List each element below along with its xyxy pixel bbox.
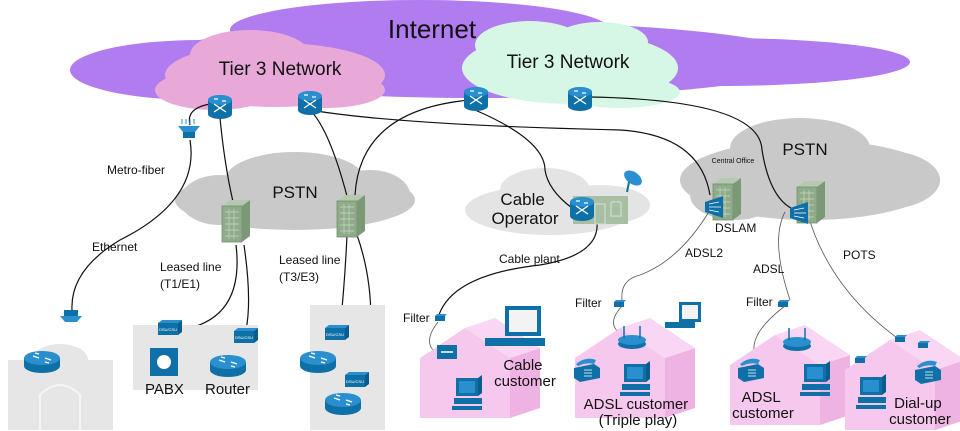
tier3-left-label: Tier 3 Network <box>219 59 342 80</box>
dialup-customer-line2: customer <box>889 411 951 428</box>
cable-modem-icon <box>437 345 457 359</box>
tier3-right-cloud <box>462 21 680 108</box>
metro-fiber-label: Metro-fiber <box>107 163 165 177</box>
adsl-customer-label: ADSL customer <box>732 389 794 422</box>
dsu-csu-router-icon <box>234 328 258 343</box>
adsl-customer-line2: customer <box>732 405 794 422</box>
dsu-csu-pabx-icon <box>158 320 182 335</box>
pstn-right-label: PSTN <box>782 140 827 159</box>
adsl-triple-filter-icon <box>614 300 626 307</box>
cable-operator-line2: Operator <box>491 209 558 228</box>
pots-label: POTS <box>843 248 876 262</box>
leased-t1-label: Leased line (T1/E1) <box>160 260 225 291</box>
metro-switch-icon <box>178 119 200 138</box>
pabx-icon <box>150 348 178 376</box>
pabx-label: PABX <box>145 381 184 398</box>
ethernet-label: Ethernet <box>92 240 138 254</box>
cable-router-icon <box>569 196 595 222</box>
adsl-triple-tv-icon <box>665 302 701 328</box>
tier3-left-cloud <box>155 30 385 110</box>
cable-operator-label: Cable Operator <box>491 190 558 228</box>
internet-label: Internet <box>388 14 477 44</box>
leased-t3-line1: Leased line <box>279 253 341 267</box>
pstn-left-switch-2-icon <box>336 194 366 238</box>
adsl-triple-line2: (Triple play) <box>599 412 678 429</box>
cable-customer-line1: Cable <box>503 357 542 374</box>
tv-settop-icon <box>485 306 545 346</box>
adsl-customer-line1: ADSL <box>742 389 781 406</box>
tall-router-1-icon <box>299 350 337 374</box>
pstn-left-switch-1-icon <box>221 199 251 243</box>
central-office-label: Central Office <box>712 158 755 165</box>
adsl2-label: ADSL2 <box>685 246 723 260</box>
cable-customer-line2: customer <box>494 373 556 390</box>
tier3-left-router-1-icon <box>207 94 233 120</box>
tier3-right-label: Tier 3 Network <box>507 52 630 73</box>
campus-router-icon <box>23 350 61 374</box>
office-router-icon <box>209 354 247 378</box>
dslam-label: DSLAM <box>715 221 756 235</box>
tier3-right-router-2-icon <box>567 86 593 112</box>
wires <box>71 96 901 381</box>
campus-building <box>8 344 113 430</box>
leased-t1-line2: (T1/E1) <box>160 277 200 291</box>
cable-plant-label: Cable plant <box>499 252 560 266</box>
tall-router-2-icon <box>324 392 362 416</box>
adsl-triple-label: ADSL customer (Triple play) <box>584 396 693 429</box>
dialup-customer-label: Dial-up customer <box>889 395 951 428</box>
cable-operator-line1: Cable <box>500 190 544 209</box>
adsl-filter-label: Filter <box>746 295 773 309</box>
adsl-triple-line1: ADSL customer <box>584 396 688 413</box>
leased-t3-line2: (T3/E3) <box>279 270 319 284</box>
tier3-right-router-1-icon <box>463 86 489 112</box>
adsl-label: ADSL <box>753 262 785 276</box>
cable-filter-icon <box>435 314 447 321</box>
cable-filter-label: Filter <box>403 311 430 325</box>
leased-t1-line1: Leased line <box>160 260 222 274</box>
router-label: Router <box>205 381 250 398</box>
pstn-left-label: PSTN <box>272 183 317 202</box>
satellite-dish-icon <box>624 170 642 193</box>
dsu-csu-tall-1-icon <box>325 325 349 340</box>
adsl-triple-filter-label: Filter <box>575 296 602 310</box>
dialup-customer-line1: Dial-up <box>894 395 942 412</box>
campus-switch-icon <box>60 310 82 322</box>
cable-customer-label: Cable customer <box>494 357 556 390</box>
adsl-filter-icon <box>778 300 790 307</box>
tier3-left-router-2-icon <box>297 90 323 116</box>
leased-t3-label: Leased line (T3/E3) <box>279 253 344 284</box>
dsu-csu-tall-2-icon <box>345 372 369 387</box>
